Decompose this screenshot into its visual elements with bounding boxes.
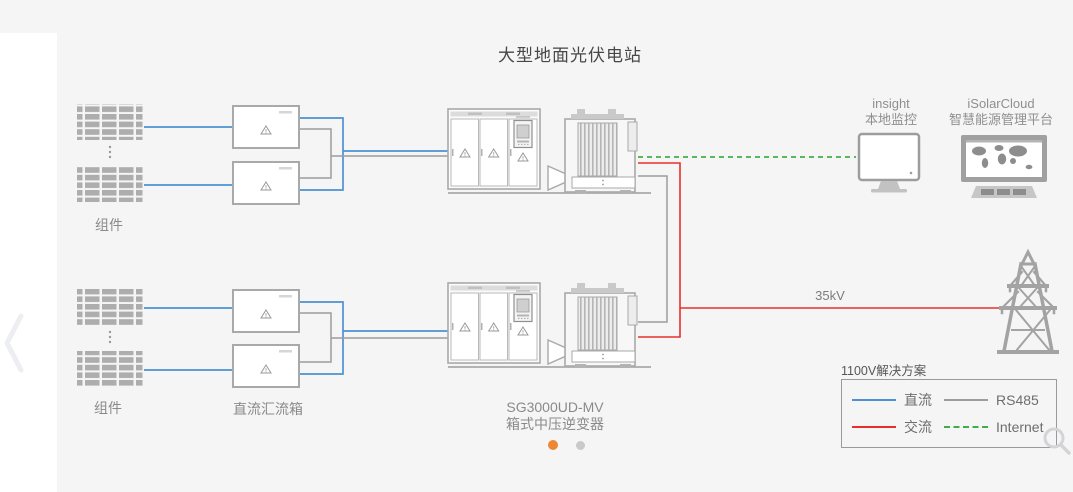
isolarcloud-name: iSolarCloud (967, 96, 1035, 111)
combiner-box-icon (233, 290, 299, 332)
pagination-dot-1[interactable] (548, 440, 558, 450)
inverter-station-icon (448, 109, 651, 193)
ellipsis-dots-icon (108, 145, 112, 344)
pv-modules-label-top: 组件 (95, 217, 123, 233)
pagination-dot-2[interactable] (576, 440, 585, 450)
isolarcloud-desc: 智慧能源管理平台 (948, 112, 1053, 127)
isolarcloud-label: iSolarCloud 智慧能源管理平台 (935, 96, 1067, 128)
pv-array-icon (77, 104, 143, 387)
transmission-tower-icon (997, 248, 1059, 354)
legend-label: Internet (996, 419, 1044, 436)
legend-box: 直流 RS485 交流 Internet (841, 379, 1057, 448)
isolarcloud-monitor-icon (961, 135, 1047, 198)
inverter-label: SG3000UD-MV 箱式中压逆变器 (455, 399, 655, 433)
magnifier-icon (1043, 427, 1065, 449)
insight-label: insight 本地监控 (853, 96, 929, 128)
inverter-type: 箱式中压逆变器 (506, 416, 604, 432)
legend-item-rs485: RS485 (944, 392, 1056, 408)
rs485-wires (299, 128, 668, 363)
insight-monitor-icon (857, 132, 921, 193)
legend-label: 交流 (904, 419, 932, 436)
ac-wires (638, 162, 1004, 338)
chevron-left-icon (4, 313, 24, 373)
internet-line-swatch (944, 426, 988, 429)
insight-name: insight (872, 96, 910, 111)
pv-modules-label-bottom: 组件 (94, 400, 122, 416)
diagram-title: 大型地面光伏电站 (498, 46, 642, 65)
inverter-station-icon (448, 283, 651, 367)
carousel-pagination (548, 440, 585, 450)
inverter-model: SG3000UD-MV (506, 399, 604, 415)
combiner-box-icon (233, 162, 299, 204)
ac-line-swatch (852, 426, 896, 429)
rs485-line-swatch (944, 398, 988, 401)
insight-desc: 本地监控 (864, 112, 917, 127)
legend-item-internet: Internet (944, 419, 1056, 435)
combiner-box-icon (233, 345, 299, 387)
dc-line-swatch (852, 398, 896, 401)
legend-label: 直流 (904, 391, 932, 408)
zoom-button[interactable] (1040, 424, 1073, 458)
legend-label: RS485 (996, 391, 1039, 408)
legend-title: 1100V解决方案 (841, 364, 927, 378)
world-map-icon (966, 140, 1042, 170)
combiner-box-icon (233, 106, 299, 148)
grid-voltage-label: 35kV (815, 288, 845, 303)
combiner-box-label: 直流汇流箱 (233, 401, 303, 417)
legend-item-dc: 直流 (852, 390, 944, 410)
legend-item-ac: 交流 (852, 417, 944, 437)
carousel-side-panel (0, 33, 57, 492)
prev-arrow-button[interactable] (2, 313, 28, 373)
